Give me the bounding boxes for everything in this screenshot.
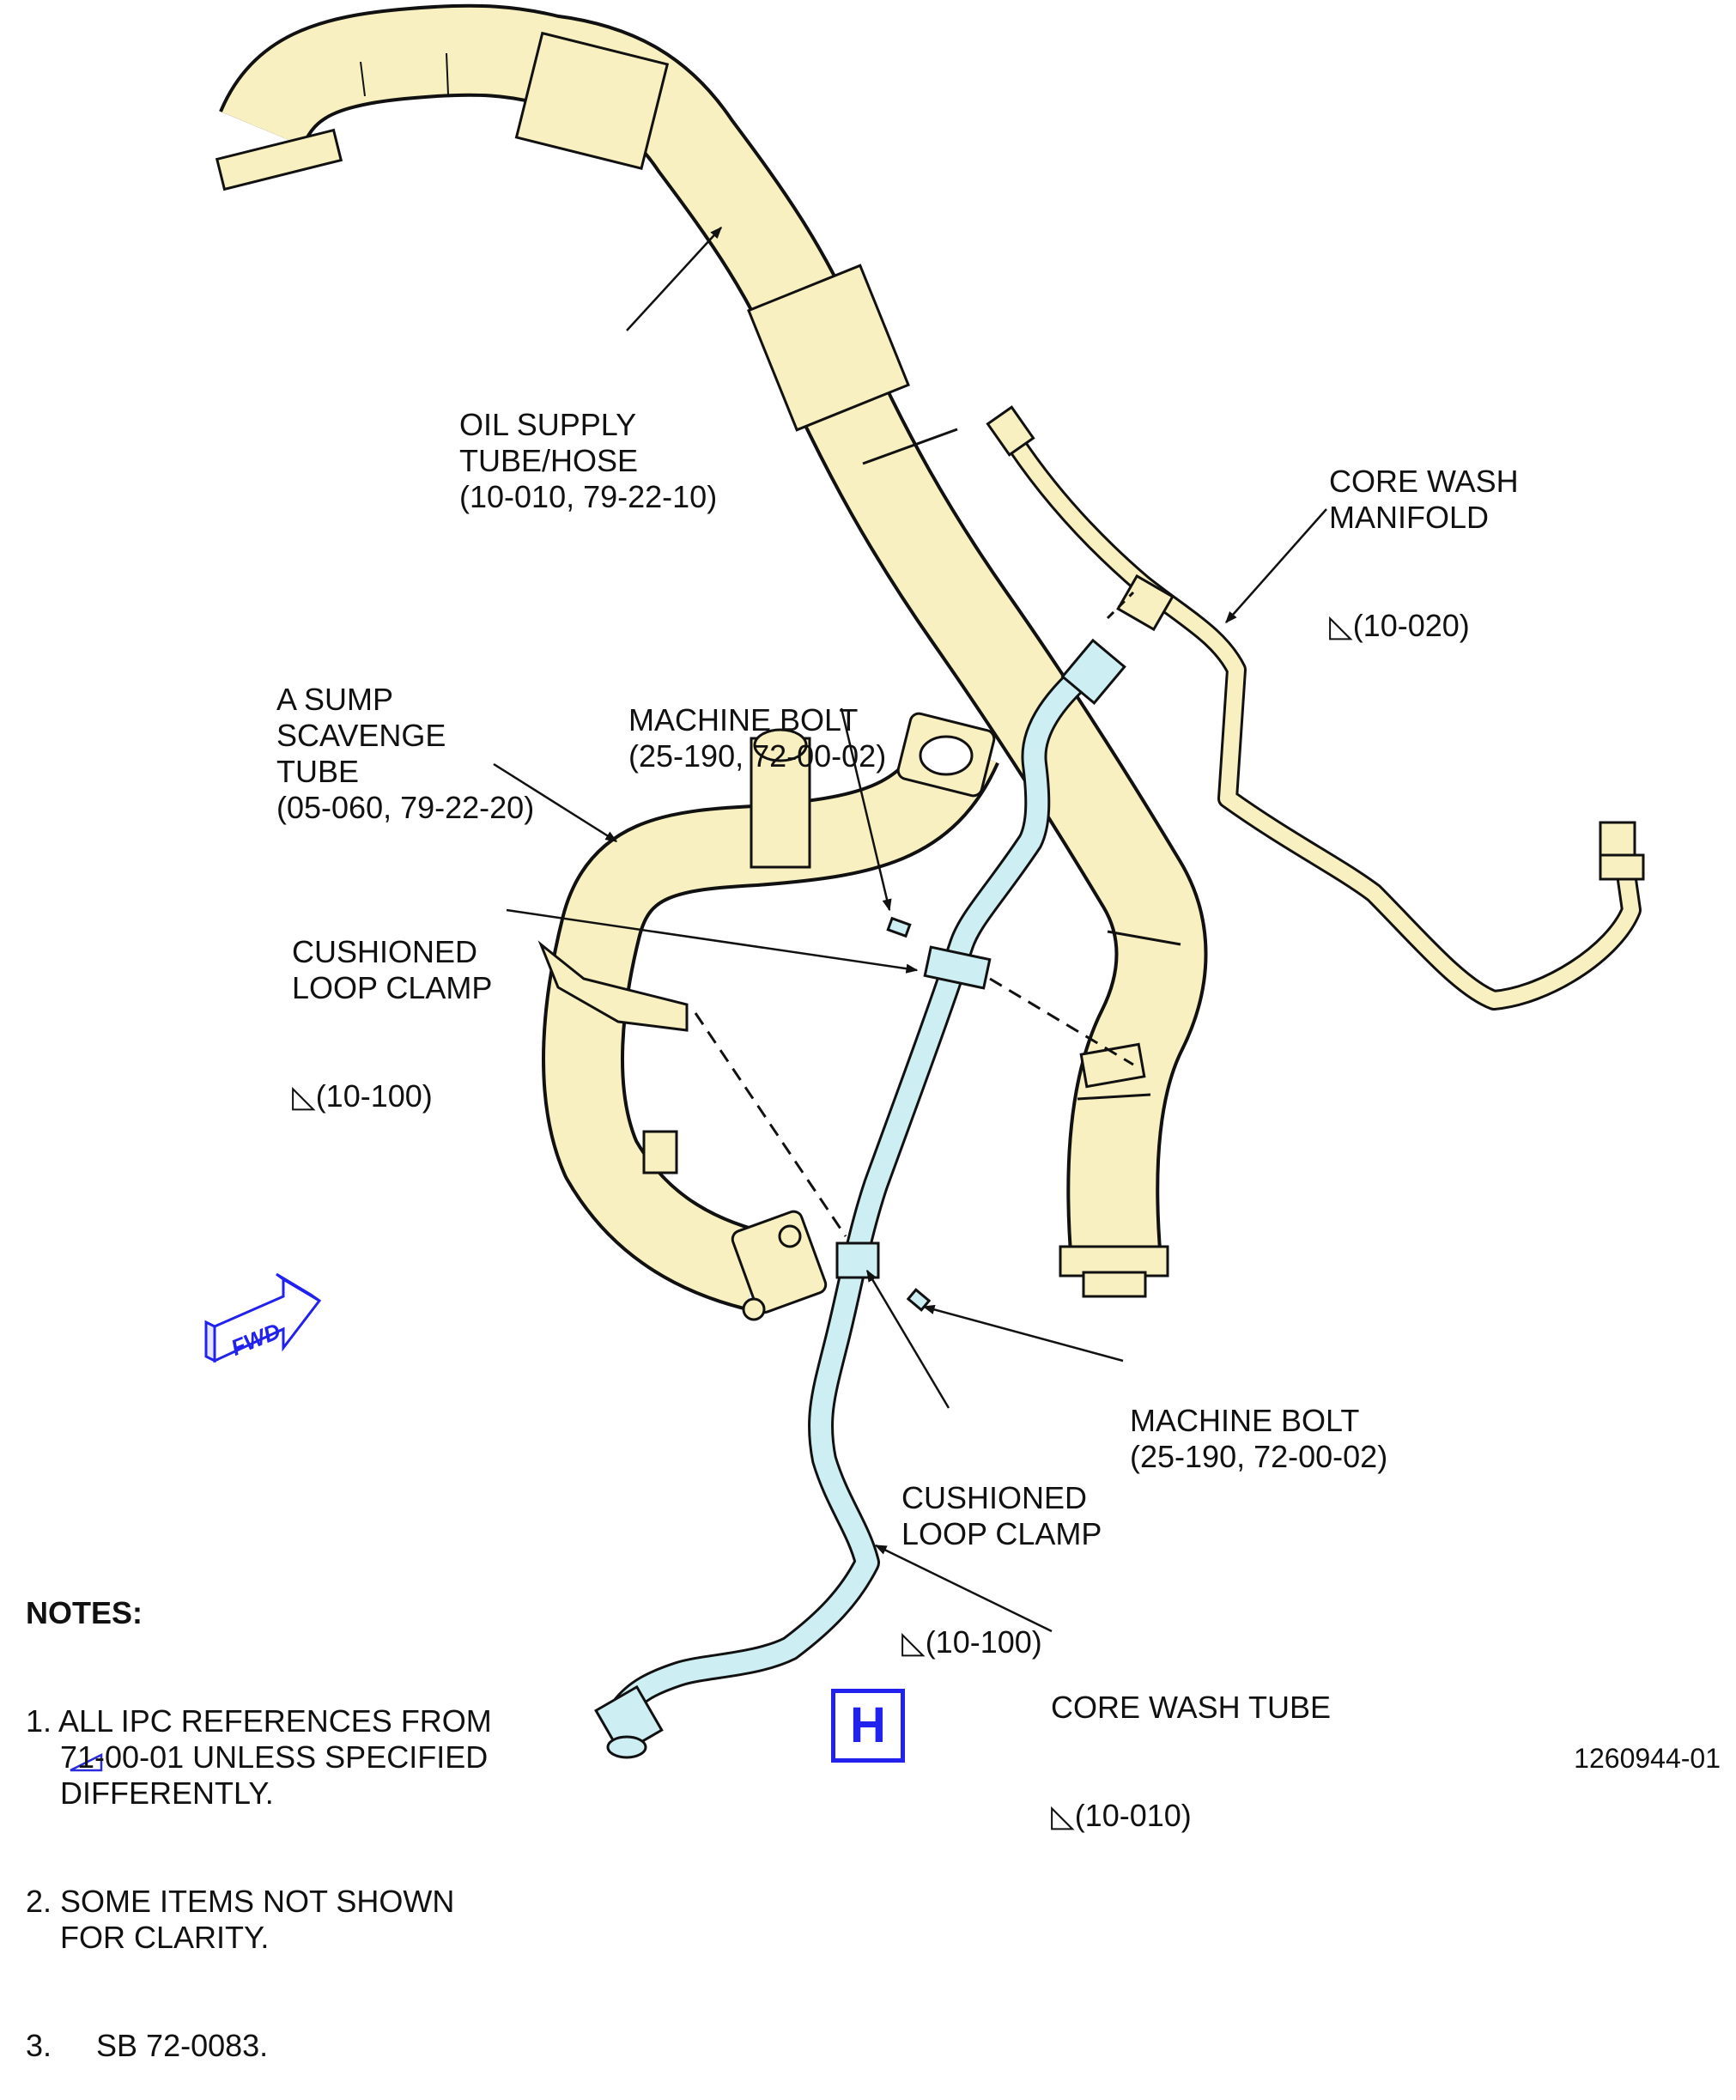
sb-delta-icon <box>70 1752 103 1772</box>
delta-icon: ◺ <box>292 1078 316 1114</box>
delta-icon: ◺ <box>901 1624 926 1660</box>
leader-a-sump <box>493 762 618 843</box>
delta-icon: ◺ <box>1329 608 1353 643</box>
oil-supply-tube <box>215 3 1208 1298</box>
notes-title: NOTES: <box>26 1595 143 1630</box>
a-sump-scavenge-tube <box>537 712 999 1321</box>
notes-block: NOTES: 1. ALL IPC REFERENCES FROM 71-00-… <box>26 1595 492 2063</box>
core-wash-manifold <box>986 405 1645 1011</box>
fwd-arrow-icon: FWD <box>204 1272 322 1363</box>
diagram-stage: FWD <box>70 3 1645 1772</box>
delta-icon: ◺ <box>1051 1798 1075 1833</box>
label-machine-bolt-bottom: MACHINE BOLT(25-190, 72-00-02) <box>1130 1403 1388 1474</box>
diagram-canvas: FWD <box>70 3 1645 1772</box>
leader-machine-bolt-bottom <box>922 1304 1124 1363</box>
label-machine-bolt-top: MACHINE BOLT(25-190, 72-00-02) <box>628 702 887 774</box>
leader-clamp-bottom <box>865 1269 950 1409</box>
view-letter-box: H <box>831 1689 905 1763</box>
leader-machine-bolt-top <box>840 707 892 912</box>
leader-clamp-top <box>506 908 919 974</box>
leader-oil-supply <box>626 226 722 331</box>
label-core-wash-tube: CORE WASH TUBE ◺(10-010) <box>1051 1690 1332 1833</box>
drawing-number: 1260944-01 <box>1574 1743 1721 1774</box>
leader-core-wash-tube <box>874 1544 1053 1633</box>
leader-core-wash-manifold <box>1225 508 1327 624</box>
core-wash-tube <box>594 638 1126 1759</box>
